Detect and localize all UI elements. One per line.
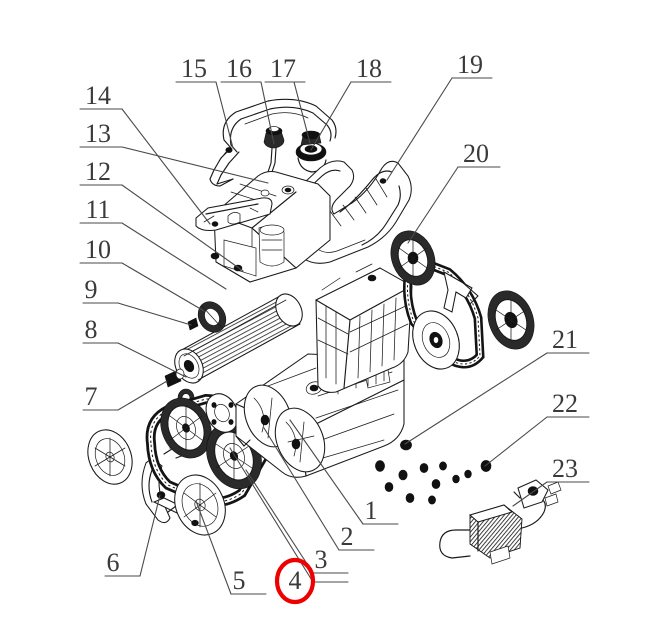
callout-number-23: 23 <box>552 454 578 483</box>
wheel-lower <box>174 474 226 536</box>
hub-disc <box>205 393 239 433</box>
front-bumper-artwork <box>195 197 273 232</box>
callout-number-19: 19 <box>457 50 483 79</box>
callout-number-2: 2 <box>341 522 354 551</box>
pulley-upper <box>160 397 212 459</box>
callout-number-4: 4 <box>289 566 302 595</box>
callout-number-17: 17 <box>270 54 296 83</box>
handle-assembly-artwork <box>209 98 337 187</box>
handle-knob-artwork <box>263 126 285 187</box>
callout-number-21: 21 <box>552 325 578 354</box>
brush-roller-artwork <box>174 293 303 384</box>
callout-number-11: 11 <box>85 195 110 224</box>
callout-number-18: 18 <box>356 54 382 83</box>
callout-number-13: 13 <box>85 119 111 148</box>
part-artwork-group <box>87 98 562 565</box>
callout-number-12: 12 <box>85 157 111 186</box>
callout-number-8: 8 <box>85 315 98 344</box>
callout-underlines <box>79 77 590 595</box>
callout-number-15: 15 <box>181 54 207 83</box>
callout-leader-lines <box>117 77 548 595</box>
callout-number-1: 1 <box>365 496 378 525</box>
callout-number-16: 16 <box>226 54 252 83</box>
filter-cage-artwork <box>315 263 413 393</box>
highlight-ellipse-callout-4 <box>274 557 316 605</box>
callout-number-22: 22 <box>552 389 578 418</box>
callout-number-7: 7 <box>85 382 98 411</box>
callout-number-10: 10 <box>85 235 111 264</box>
callout-number-5: 5 <box>233 566 246 595</box>
callout-number-9: 9 <box>85 275 98 304</box>
right-track-artwork <box>390 230 535 370</box>
inner-frame-artwork <box>210 170 331 283</box>
callout-number-14: 14 <box>85 81 111 110</box>
callout-number-6: 6 <box>107 548 120 577</box>
callout-numbers: 1 2 3 4 5 6 7 8 9 10 11 12 13 14 15 16 1… <box>85 50 579 595</box>
callout-number-3: 3 <box>315 545 328 574</box>
callout-number-20: 20 <box>463 139 489 168</box>
